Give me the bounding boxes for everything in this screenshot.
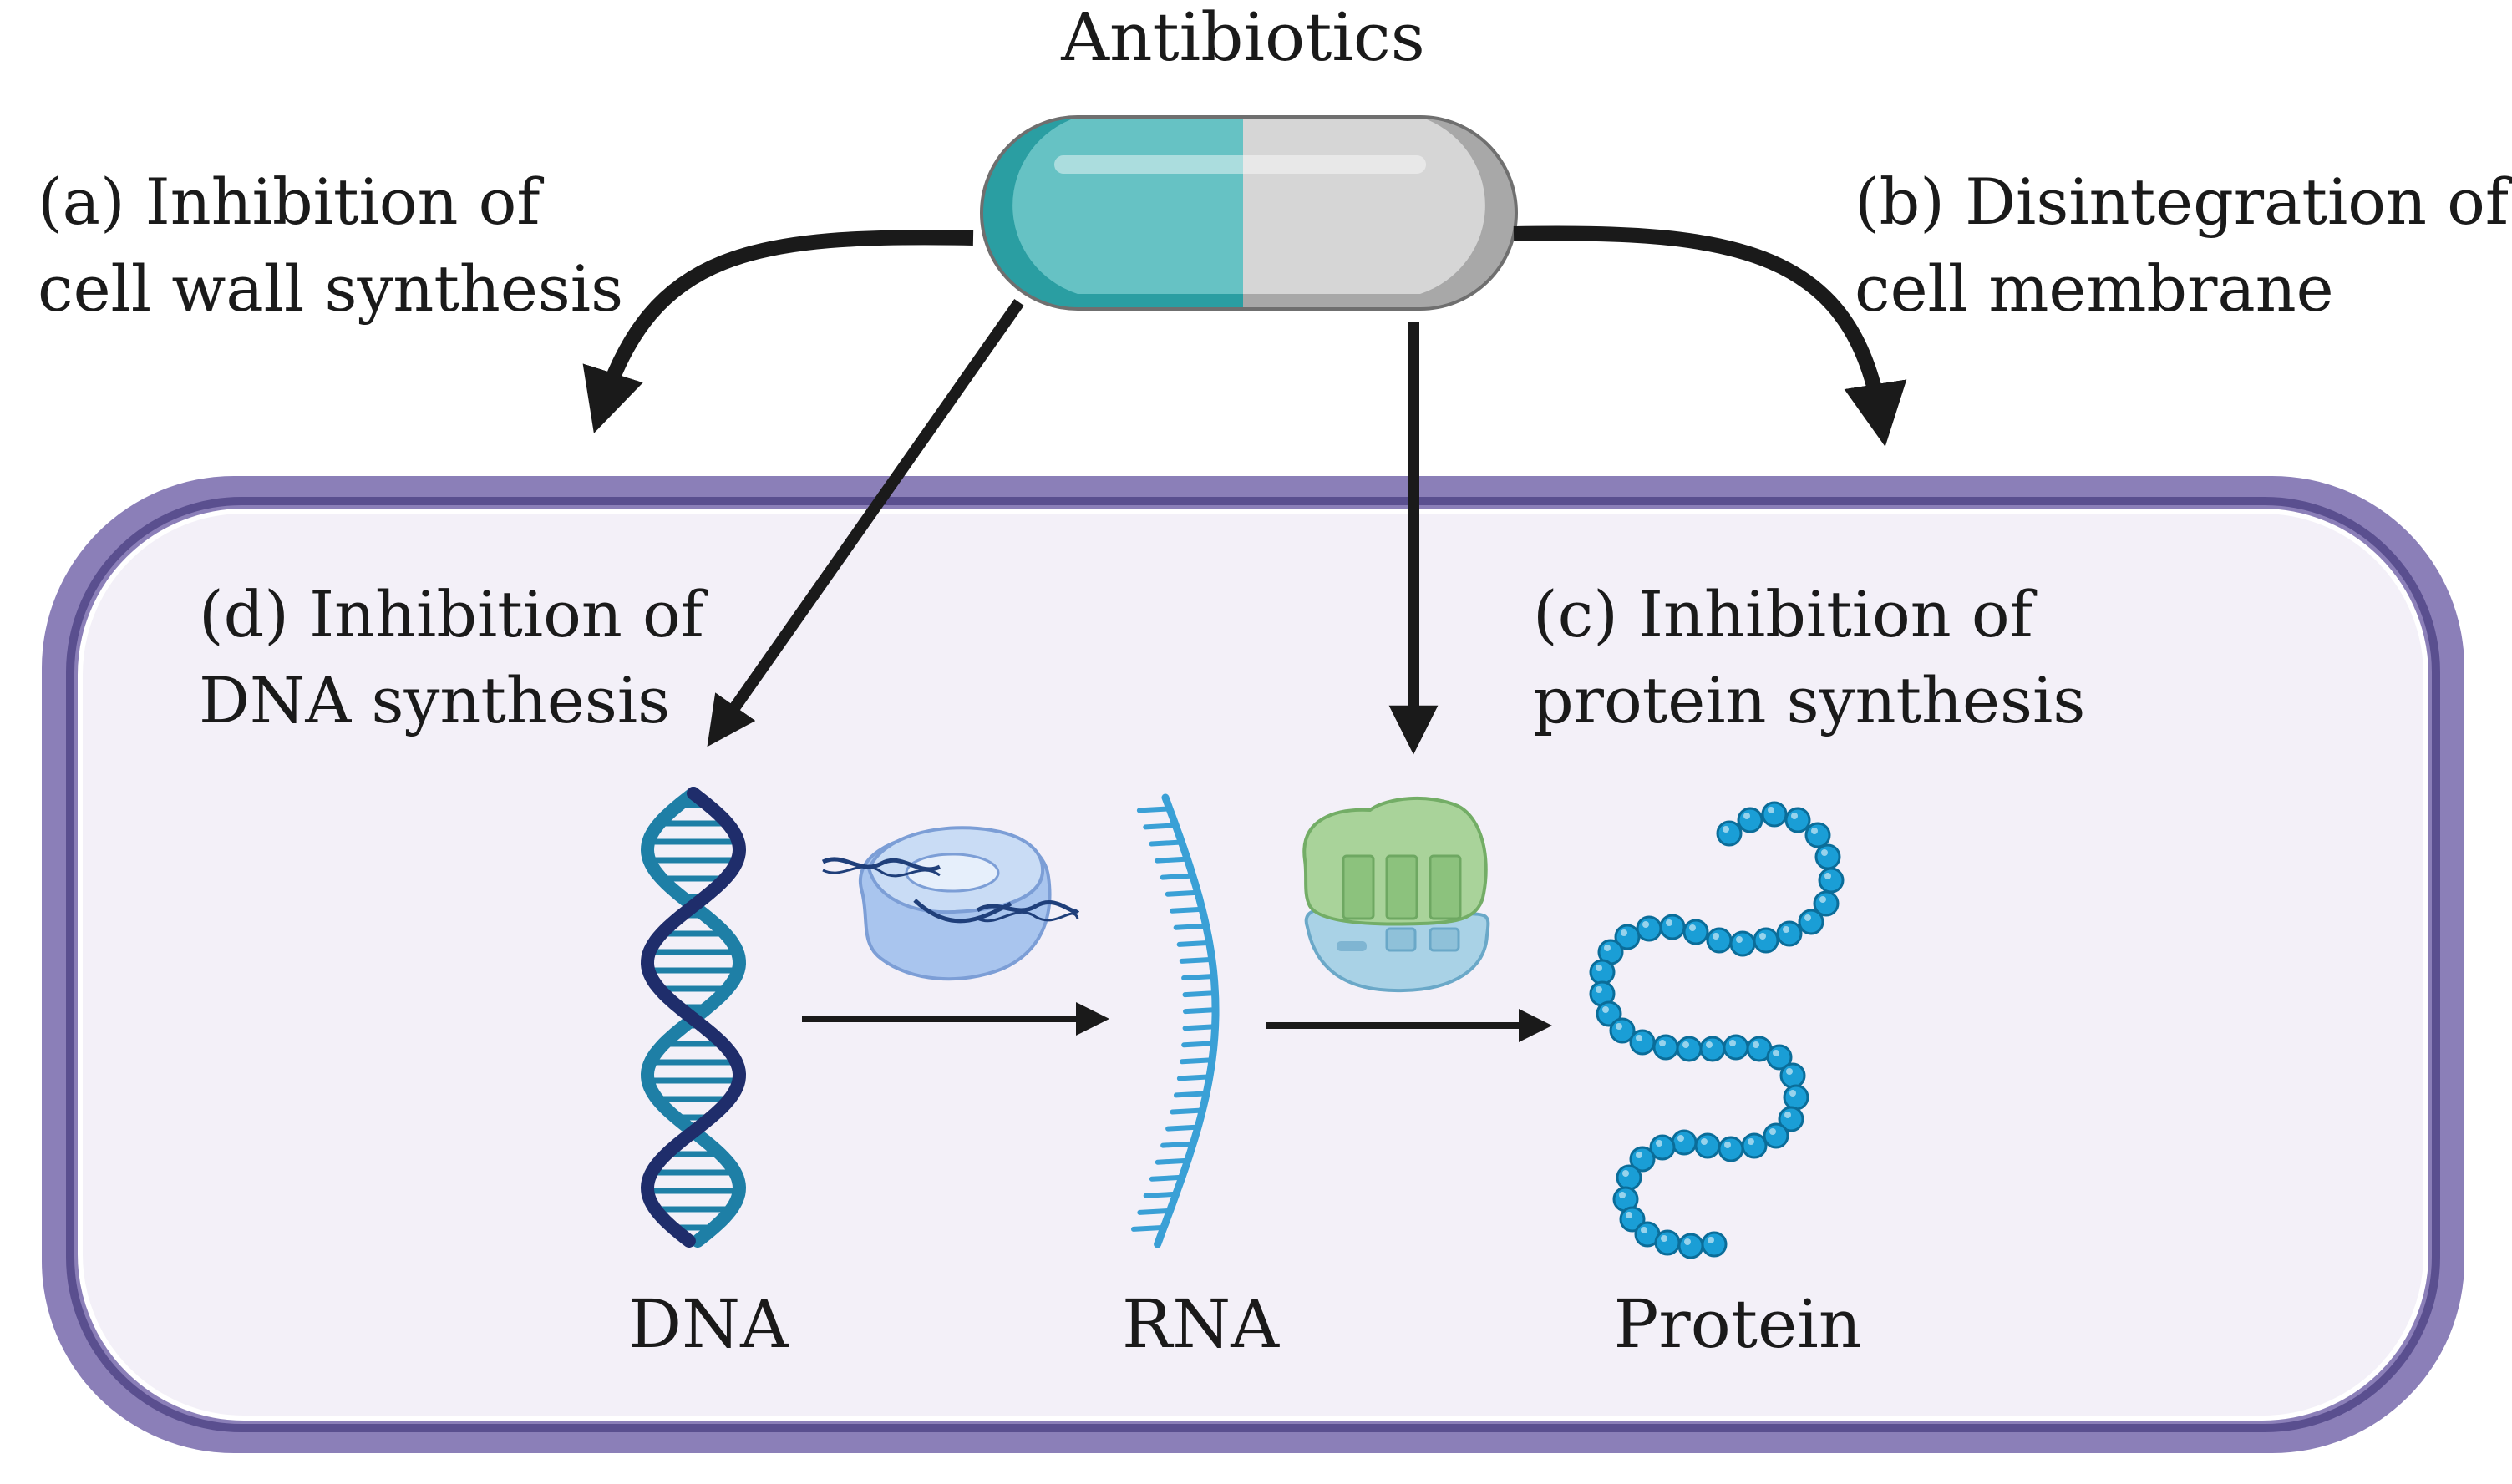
label-dna-synthesis: (d) Inhibition of DNA synthesis [199, 577, 708, 737]
label-protein-synthesis: (c) Inhibition of protein synthesis [1533, 577, 2085, 737]
arrow-dna [707, 298, 1024, 747]
label-c-line1: (c) Inhibition of [1533, 577, 2038, 651]
arrow-cell-wall [582, 230, 974, 433]
label-cell-membrane: (b) Disintegration of cell membrane [1855, 165, 2512, 326]
diagram-title: Antibiotics [1060, 0, 1425, 76]
cell-membrane-line [66, 497, 2440, 1432]
rna-label: RNA [1122, 1285, 1280, 1363]
label-b-line2: cell membrane [1855, 251, 2334, 326]
arrow-cell-membrane [1513, 225, 1907, 447]
rna-strand-icon [1131, 793, 1220, 1248]
label-a-line1: (a) Inhibition of [38, 165, 544, 239]
label-c-line2: protein synthesis [1533, 663, 2085, 737]
label-d-line1: (d) Inhibition of [199, 577, 708, 651]
polymerase-icon [821, 826, 1080, 981]
mechanism-arrows [582, 225, 1907, 755]
protein-label: Protein [1614, 1285, 1862, 1363]
label-d-line2: DNA synthesis [199, 663, 670, 737]
dna-label: DNA [628, 1285, 789, 1363]
capsule-icon [980, 115, 1518, 311]
protein-chain-icon [1589, 801, 1845, 1259]
label-a-line2: cell wall synthesis [38, 251, 623, 326]
dna-helix-icon [640, 787, 747, 1248]
label-b-line1: (b) Disintegration of [1855, 165, 2512, 239]
label-cell-wall: (a) Inhibition of cell wall synthesis [38, 165, 623, 326]
ribosome-icon [1302, 797, 1490, 993]
